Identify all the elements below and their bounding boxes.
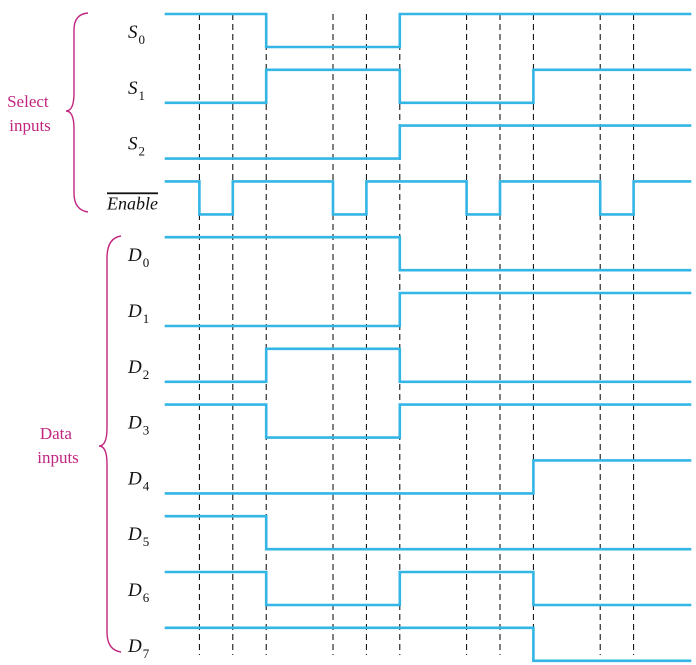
data-label-line1: Data [40, 424, 73, 443]
waveform-d2 [164, 347, 692, 384]
waveform-d6 [164, 570, 692, 607]
waveform-s1 [164, 68, 692, 105]
signal-label-enable: Enable [106, 193, 158, 213]
select-label-line1: Select [7, 92, 49, 111]
waveform-s2 [164, 124, 692, 160]
data-inputs-brace [98, 235, 122, 653]
signal-label-s1: S1 [128, 78, 145, 103]
data-group-label: Data inputs [37, 424, 79, 467]
waveform-d5 [164, 514, 692, 551]
select-inputs-brace [65, 12, 89, 213]
signal-label-s0: S0 [128, 22, 145, 47]
signal-label-d4: D4 [127, 468, 150, 493]
waveform-d3 [164, 403, 692, 439]
signal-label-s2: S2 [128, 134, 145, 159]
signal-label-d5: D5 [127, 524, 149, 549]
data-label-line2: inputs [37, 448, 79, 467]
waveform-enable [164, 180, 692, 216]
waveform-d7 [164, 626, 692, 663]
select-label-line2: inputs [9, 116, 51, 135]
waveform-s0 [164, 12, 692, 49]
signal-label-d2: D2 [127, 357, 149, 382]
waveform-d0 [164, 235, 692, 272]
signal-label-d3: D3 [127, 413, 149, 438]
select-group-label: Select inputs [7, 92, 53, 135]
signal-label-d7: D7 [127, 636, 150, 661]
waveform-d1 [164, 291, 692, 328]
waveforms [164, 12, 692, 663]
clock-guide-lines [198, 14, 635, 655]
waveform-d4 [164, 459, 692, 495]
signal-label-d1: D1 [127, 301, 149, 326]
signal-label-d6: D6 [127, 580, 150, 605]
signal-label-d0: D0 [127, 245, 149, 270]
